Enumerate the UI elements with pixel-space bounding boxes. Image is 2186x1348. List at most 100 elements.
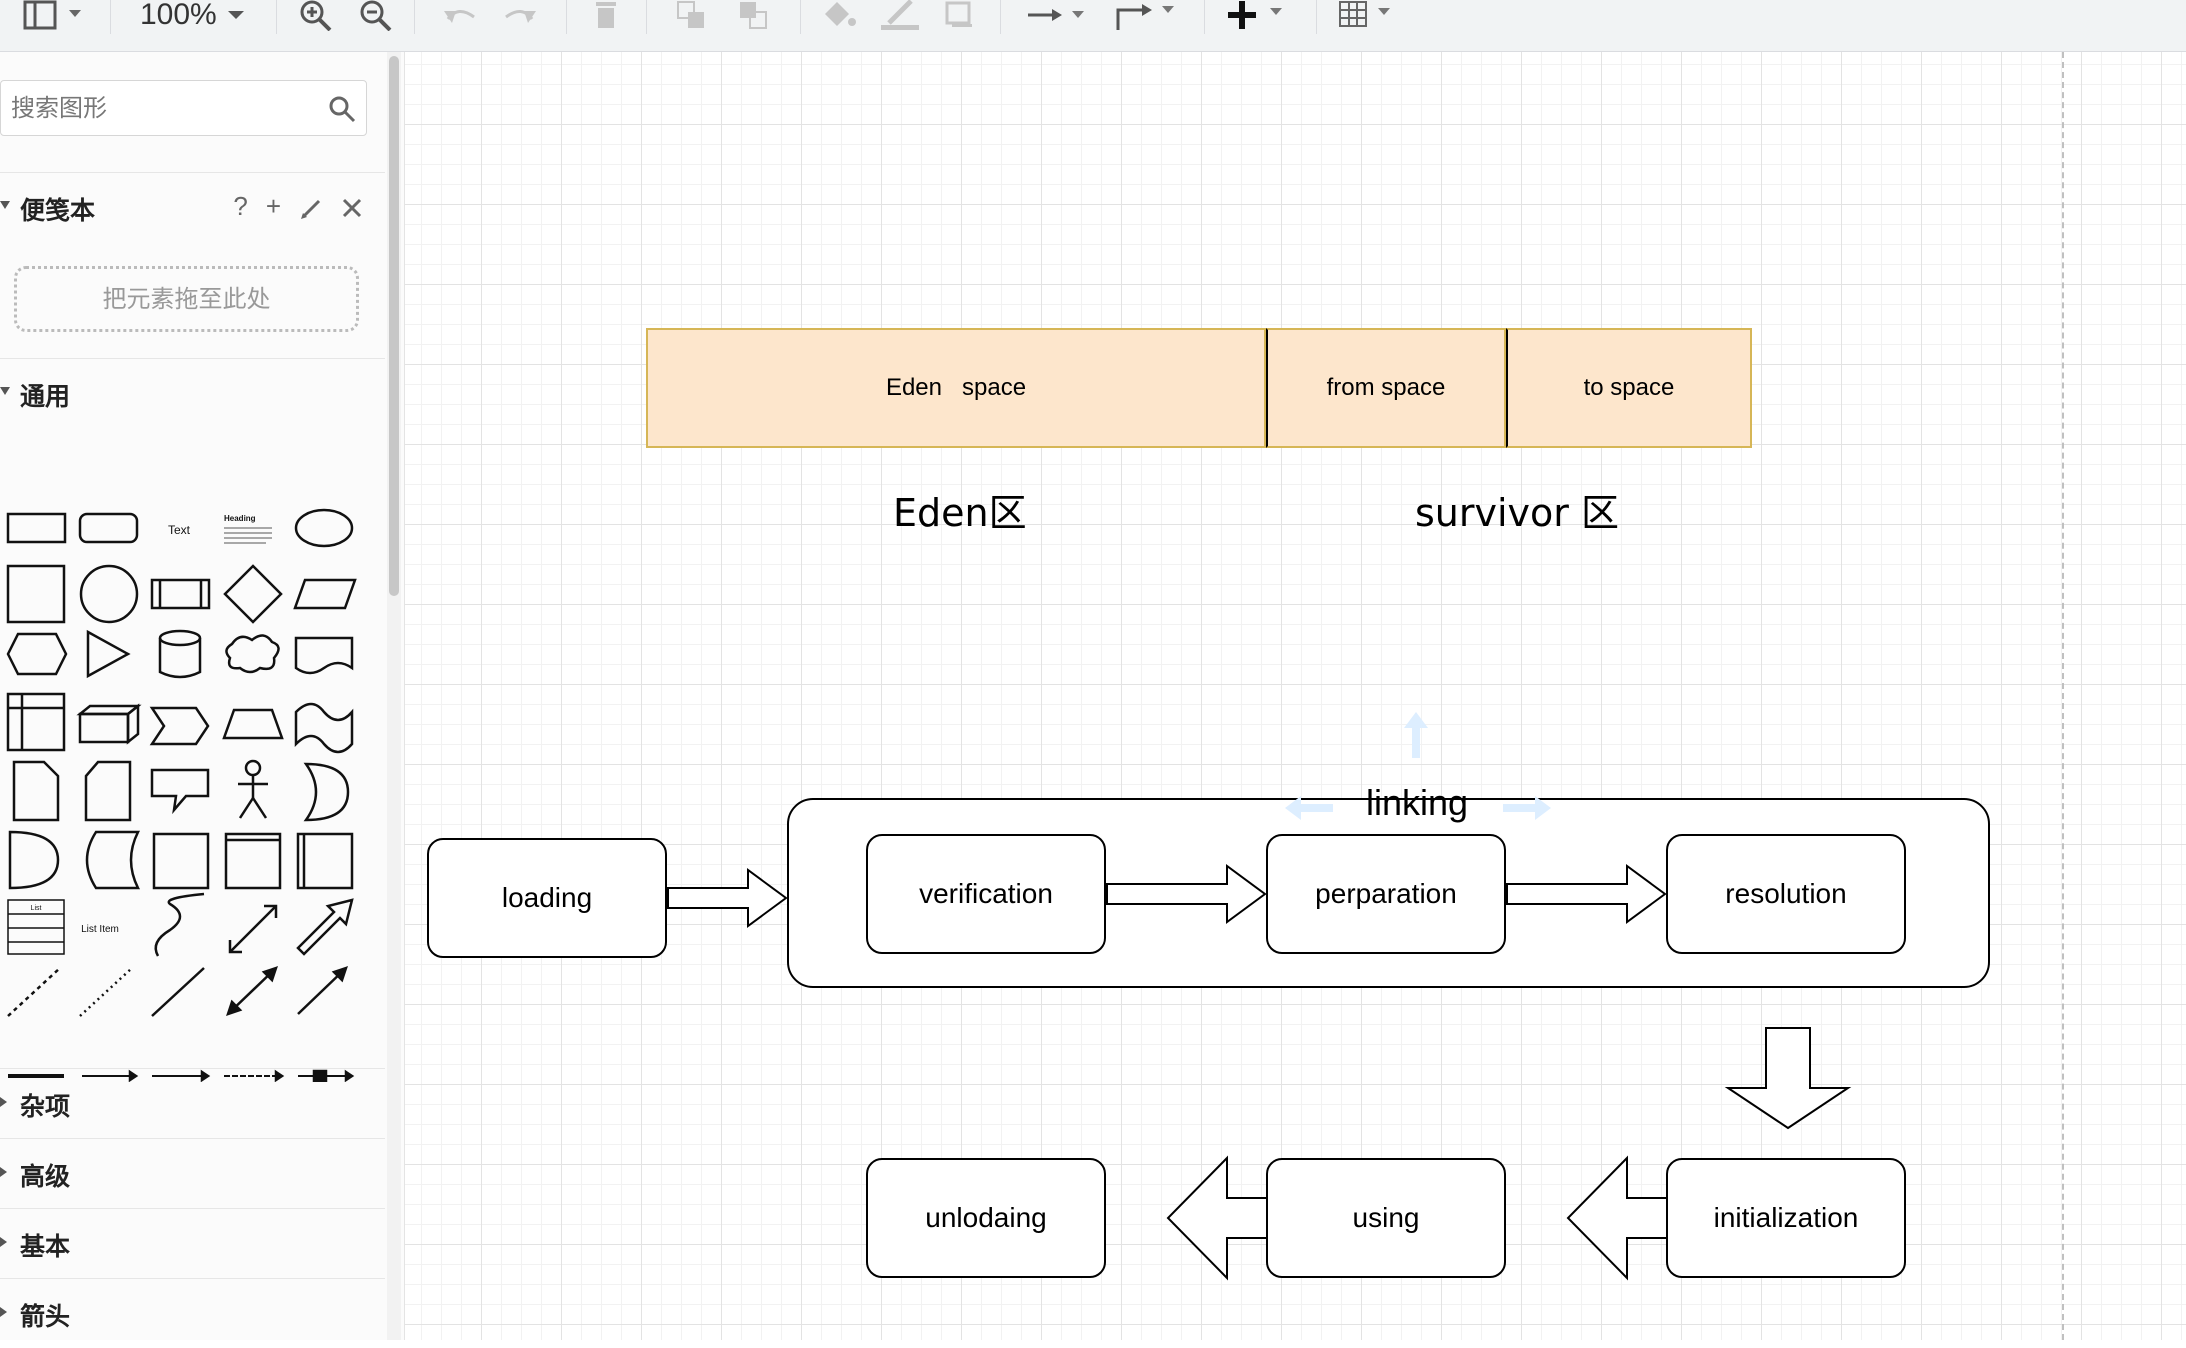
block-arrow-using-to-unloading[interactable] (1166, 1155, 1268, 1281)
resolution-box[interactable]: resolution (1666, 834, 1906, 954)
fill-color-button[interactable] (818, 0, 858, 30)
sidebar-scroll-thumb[interactable] (389, 56, 399, 596)
shape-dotted-line[interactable] (79, 967, 133, 1017)
shape-textbox[interactable]: Heading (224, 514, 272, 544)
shape-dashed-line[interactable] (7, 967, 61, 1017)
shape-square[interactable] (6, 564, 66, 624)
zoom-level[interactable]: 100% (140, 0, 217, 31)
block-arrow-resolution-to-initialization[interactable] (1724, 1027, 1852, 1130)
shape-link-with-label[interactable] (298, 1069, 355, 1082)
shape-tape[interactable] (294, 702, 354, 754)
shape-link-arrow[interactable] (82, 1069, 139, 1082)
shape-rectangle[interactable] (6, 512, 67, 544)
block-arrow-initialization-to-using[interactable] (1566, 1155, 1668, 1281)
general-section-header[interactable]: 通用 (0, 358, 385, 428)
shape-document[interactable] (294, 636, 354, 675)
connection-style-button[interactable] (1026, 0, 1092, 30)
linking-label[interactable]: linking (1365, 782, 1469, 823)
basic-section-header[interactable]: 基本 (0, 1208, 385, 1278)
to-front-button[interactable] (674, 0, 710, 30)
redo-button[interactable] (500, 0, 540, 30)
shape-rounded-rectangle[interactable] (78, 512, 139, 544)
shape-list-item[interactable]: List Item (81, 924, 119, 935)
insert-button[interactable] (1226, 0, 1292, 30)
edit-icon[interactable] (299, 191, 323, 228)
shape-delay[interactable] (8, 830, 60, 890)
initialization-box[interactable]: initialization (1666, 1158, 1906, 1278)
format-panel-toggle-button[interactable] (20, 0, 90, 30)
block-arrow-preparation-to-resolution[interactable] (1506, 864, 1667, 924)
shape-or[interactable] (303, 762, 350, 822)
search-icon[interactable] (328, 95, 356, 128)
shape-bidirectional-arrow[interactable] (228, 904, 278, 954)
preparation-box[interactable]: perparation (1266, 834, 1506, 954)
hover-left-arrow-icon[interactable] (1285, 796, 1333, 820)
scratchpad-header[interactable]: 便笺本 ? + (0, 172, 385, 242)
shape-data-storage[interactable] (85, 830, 141, 890)
shape-block-arrow[interactable] (296, 898, 354, 956)
shape-text[interactable]: Text (168, 523, 191, 537)
shape-internal-storage[interactable] (6, 692, 66, 752)
shadow-button[interactable] (942, 0, 978, 30)
shape-process[interactable] (150, 578, 211, 610)
to-space-box[interactable]: to space (1506, 328, 1752, 448)
misc-section-header[interactable]: 杂项 (0, 1068, 385, 1138)
shape-ellipse[interactable] (294, 508, 354, 548)
hover-right-arrow-icon[interactable] (1503, 796, 1551, 820)
zoom-dropdown-button[interactable] (224, 0, 248, 30)
shape-swimlane[interactable] (224, 832, 282, 890)
shape-list[interactable]: List (7, 899, 65, 955)
using-box[interactable]: using (1266, 1158, 1506, 1278)
shape-line[interactable] (151, 967, 205, 1017)
shape-directional-connector[interactable] (297, 966, 348, 1015)
hover-up-arrow-icon[interactable] (1404, 712, 1428, 758)
shape-labeled-link[interactable] (152, 1069, 211, 1082)
shape-search-input[interactable] (1, 81, 321, 135)
zoom-in-button[interactable] (296, 0, 336, 31)
shape-card[interactable] (84, 760, 132, 822)
to-back-button[interactable] (736, 0, 772, 30)
shape-triangle[interactable] (86, 629, 131, 679)
from-space-box[interactable]: from space (1266, 328, 1506, 448)
shape-bidirectional-connector[interactable] (226, 966, 278, 1016)
delete-button[interactable] (590, 0, 622, 30)
survivor-region-label[interactable]: survivor 区 (1415, 491, 1619, 535)
shape-step[interactable] (149, 706, 210, 746)
shape-cube[interactable] (76, 703, 142, 745)
shape-cylinder[interactable] (158, 629, 202, 679)
unloading-box[interactable]: unlodaing (866, 1158, 1106, 1278)
shape-labeled-link-2[interactable] (224, 1069, 285, 1082)
scratchpad-dropzone[interactable]: 把元素拖至此处 (14, 266, 359, 332)
verification-box[interactable]: verification (866, 834, 1106, 954)
diagram-canvas[interactable]: Eden space from space to space Eden区 sur… (405, 52, 2186, 1340)
loading-box[interactable]: loading (427, 838, 667, 958)
shape-note[interactable] (12, 760, 60, 822)
help-icon[interactable]: ? (233, 191, 248, 221)
shape-trapezoid[interactable] (222, 708, 284, 740)
shape-circle[interactable] (79, 564, 139, 624)
shape-parallelogram[interactable] (293, 578, 357, 610)
block-arrow-verification-to-preparation[interactable] (1106, 864, 1267, 924)
block-arrow-loading-to-linking[interactable] (667, 868, 788, 928)
shape-vertical-swimlane[interactable] (296, 832, 354, 890)
waypoints-button[interactable] (1114, 0, 1180, 30)
eden-region-label[interactable]: Eden区 (893, 491, 1027, 535)
arrows-section-header[interactable]: 箭头 (0, 1278, 385, 1348)
shape-cloud[interactable] (225, 634, 280, 674)
shape-container[interactable] (152, 832, 210, 890)
shape-curve[interactable] (154, 892, 205, 957)
shape-search (0, 80, 367, 136)
close-icon[interactable] (341, 191, 363, 228)
advanced-section-header[interactable]: 高级 (0, 1138, 385, 1208)
undo-button[interactable] (440, 0, 480, 30)
shape-actor[interactable] (238, 759, 268, 819)
line-color-button[interactable] (878, 0, 922, 30)
shape-hexagon[interactable] (6, 632, 68, 676)
shape-callout[interactable] (150, 768, 210, 815)
scratchpad-title: 便笺本 (20, 196, 96, 225)
shape-diamond[interactable] (223, 564, 283, 624)
table-button[interactable] (1338, 0, 1404, 30)
add-icon[interactable]: + (265, 191, 281, 221)
eden-space-box[interactable]: Eden space (646, 328, 1266, 448)
zoom-out-button[interactable] (356, 0, 396, 31)
